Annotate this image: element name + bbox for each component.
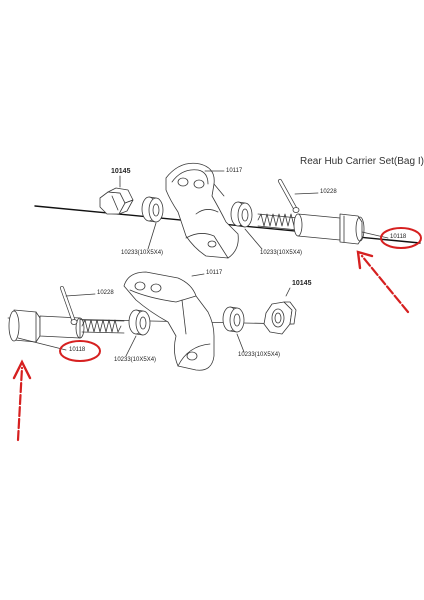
bottom-pin bbox=[60, 286, 78, 325]
top-pin bbox=[278, 179, 300, 213]
diagram-title: Rear Hub Carrier Set(Bag I) bbox=[300, 156, 424, 167]
bottom-right-bearing bbox=[222, 306, 245, 333]
label-nut-bottom: 10145 bbox=[292, 280, 312, 287]
label-carrier-bottom: 10117 bbox=[206, 270, 223, 276]
label-bearing-bottom-left: 10233(10X5X4) bbox=[114, 357, 157, 363]
bottom-left-bearing bbox=[128, 309, 151, 336]
top-red-arrow bbox=[356, 250, 410, 314]
top-right-bearing bbox=[230, 201, 253, 228]
bottom-hex-nut bbox=[263, 301, 297, 335]
top-highlight-circle bbox=[380, 227, 422, 249]
top-axle bbox=[293, 213, 365, 245]
top-hex-nut bbox=[99, 187, 134, 215]
top-left-bearing bbox=[141, 196, 164, 223]
label-bearing-bottom-right: 10233(10X5X4) bbox=[238, 352, 281, 358]
bottom-highlight-circle bbox=[59, 340, 101, 362]
label-carrier-top: 10117 bbox=[226, 168, 243, 174]
label-bearing-top-right: 10233(10X5X4) bbox=[260, 250, 303, 256]
label-axle-top: 10118 bbox=[390, 234, 407, 240]
label-pin-top: 10228 bbox=[320, 189, 337, 195]
top-spring bbox=[257, 213, 299, 231]
top-hub-carrier bbox=[165, 162, 239, 259]
label-bearing-top-left: 10233(10X5X4) bbox=[121, 250, 164, 256]
bottom-red-arrow bbox=[12, 359, 32, 442]
label-axle-bottom: 10118 bbox=[69, 347, 86, 353]
label-pin-bottom: 10228 bbox=[97, 290, 114, 296]
bottom-hub-carrier bbox=[123, 271, 215, 371]
label-nut-top: 10145 bbox=[111, 168, 131, 175]
bottom-spring bbox=[81, 319, 125, 334]
bottom-axle bbox=[8, 309, 85, 343]
